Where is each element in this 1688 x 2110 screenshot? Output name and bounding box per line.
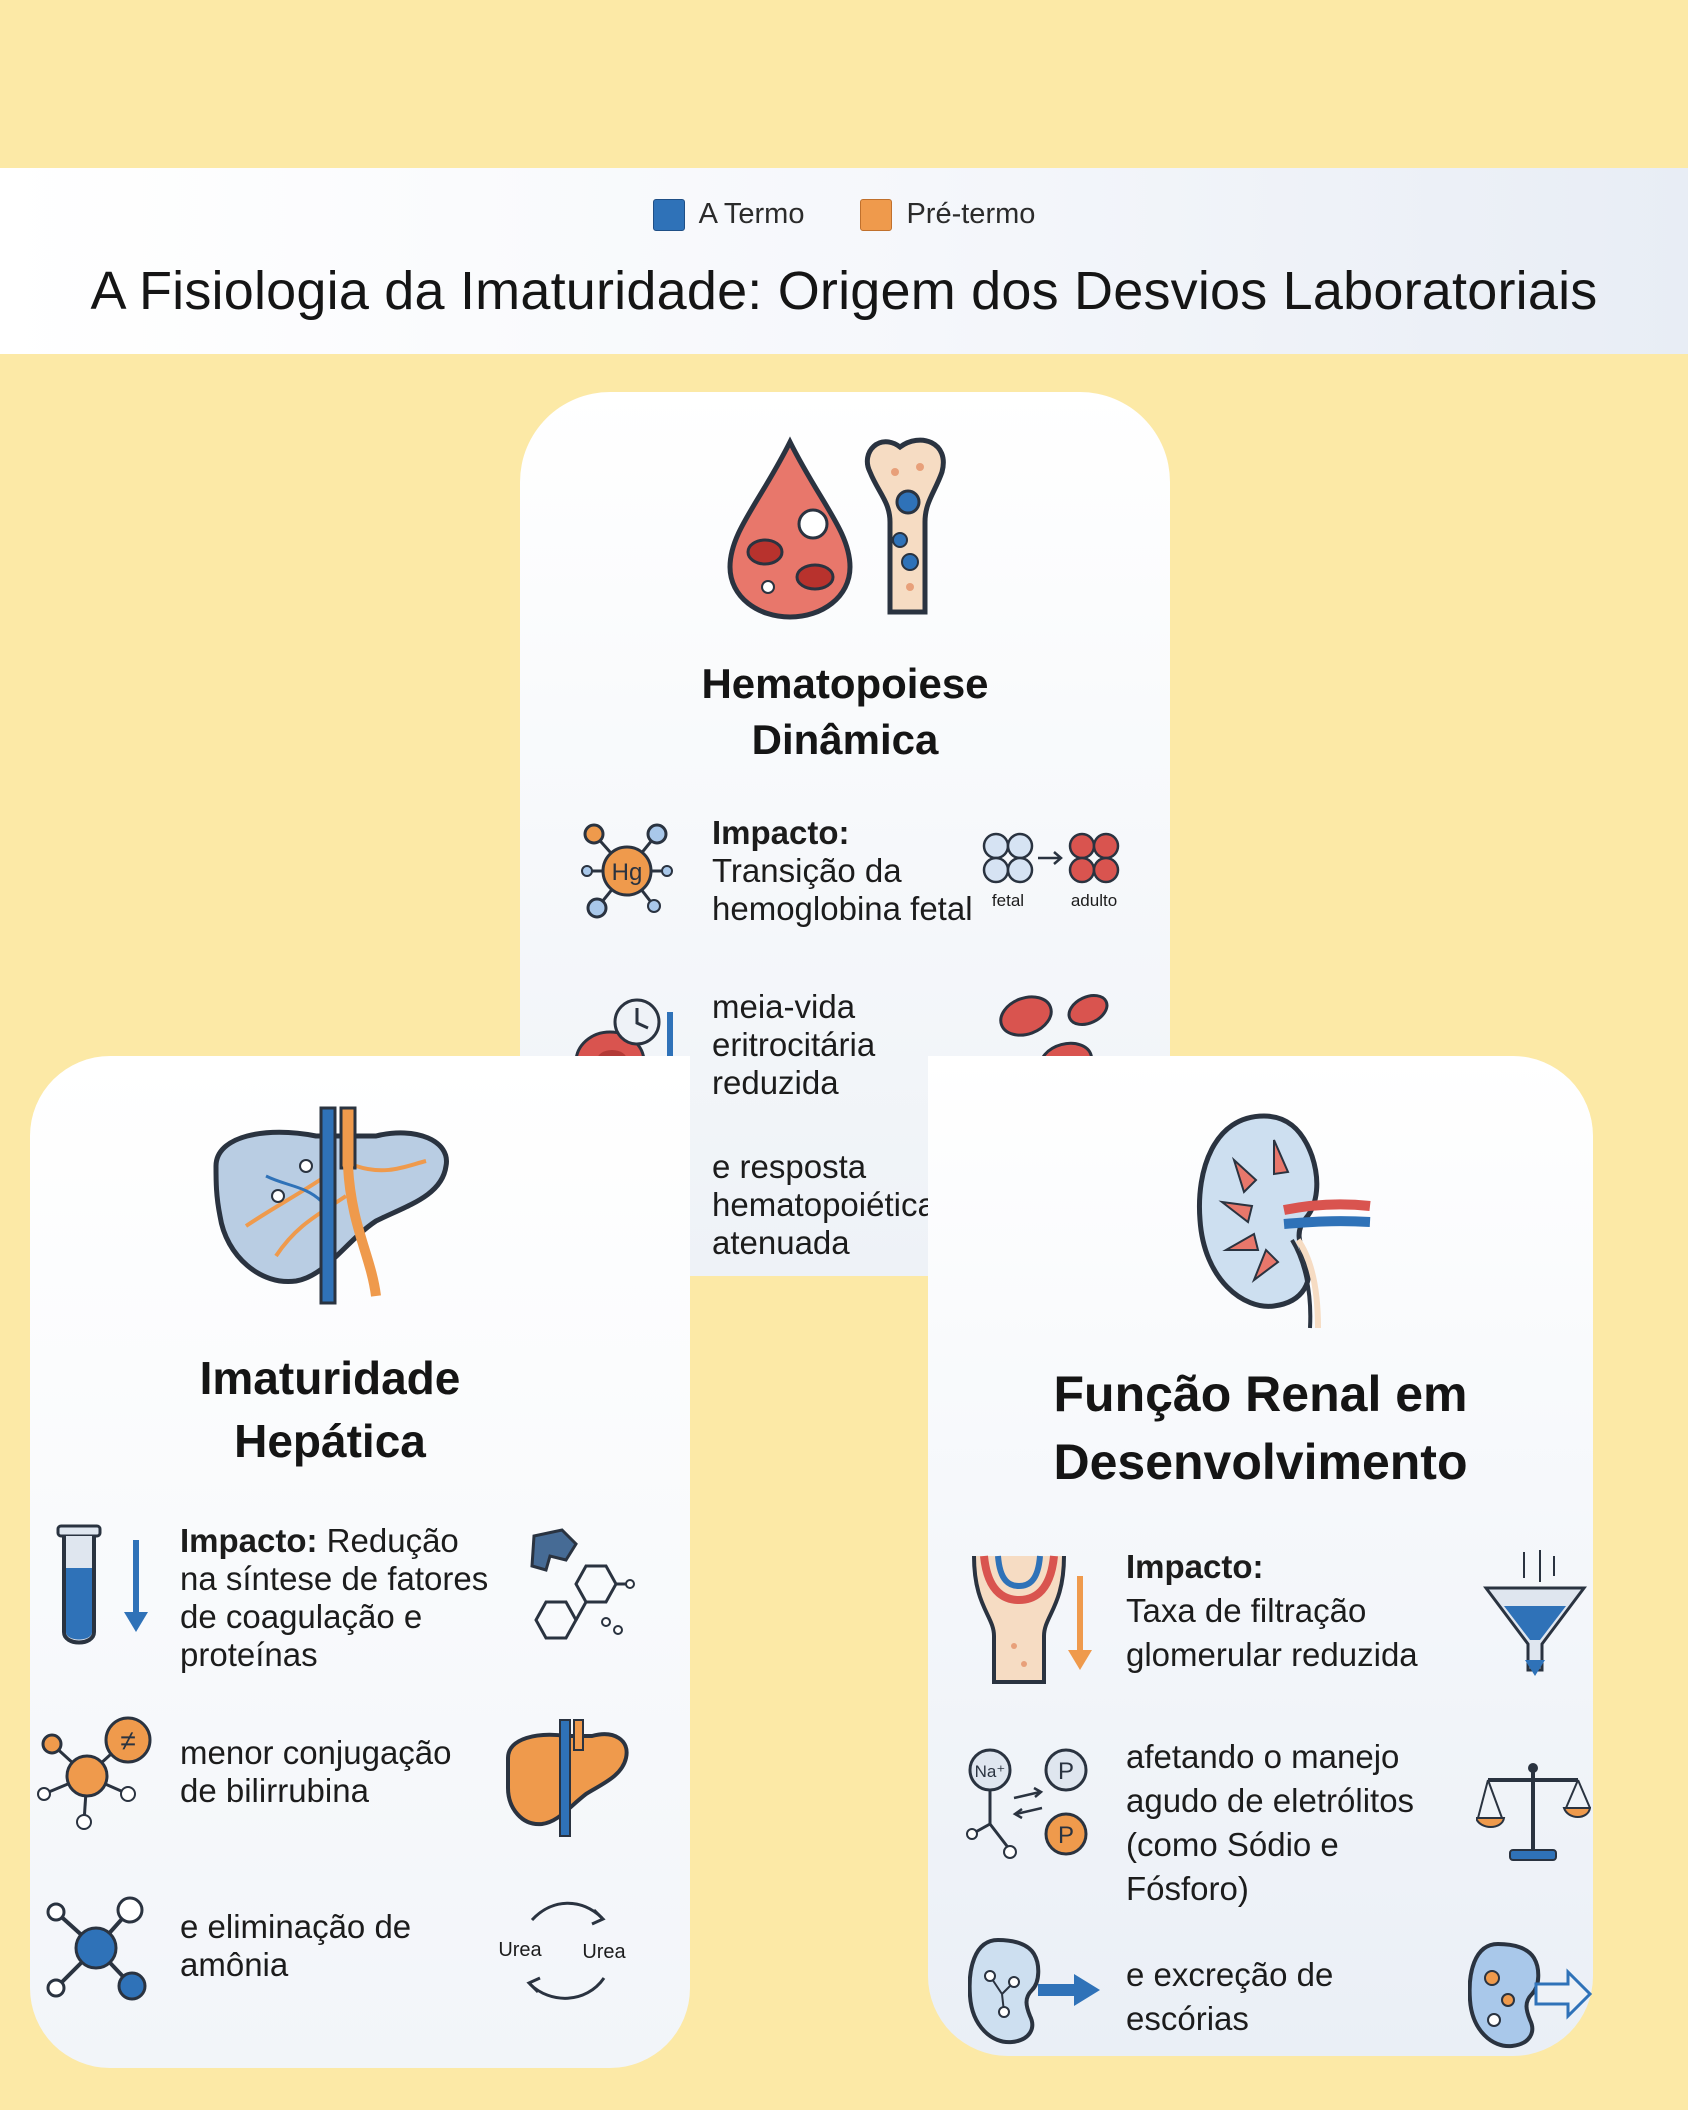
hepatica-item-amonia: e eliminação de amônia (180, 1908, 412, 1983)
hepatica-item-bilirrubina: menor conjugação de bilirrubina (180, 1734, 452, 1809)
hg-label: Hg (612, 859, 643, 886)
urea-label-left: Urea (498, 1939, 542, 1961)
kidney-icon (1196, 1113, 1371, 1329)
kidney-excretion-alt-icon (1468, 1941, 1593, 2049)
header-band: A Termo Pré-termo A Fisiologia da Imatur… (0, 168, 1688, 354)
kidney-excretion-icon (968, 1937, 1100, 2045)
urea-label-right: Urea (582, 1941, 626, 1963)
adulto-label: adulto (1071, 891, 1117, 910)
legend-label: A Termo (698, 198, 805, 230)
balance-scale-icon (1476, 1763, 1591, 1861)
fetal-to-adult-hemoglobin-icon: fetal adulto (982, 832, 1120, 910)
p-label-bottom: P (1058, 1822, 1074, 1849)
legend-swatch-blue (652, 198, 685, 231)
glomerulus-down-arrow-icon (972, 1555, 1092, 1684)
test-tube-arrow-icon (56, 1524, 148, 1645)
hepatica-item-impacto: Impacto: Redução na síntese de fatores d… (180, 1522, 489, 1673)
renal-heading: Função Renal em Desenvolvimento (1053, 1366, 1468, 1490)
p-label-top: P (1058, 1758, 1074, 1785)
legend-item-a-termo: A Termo (652, 198, 805, 231)
legend-item-pre-termo: Pré-termo (860, 198, 1035, 231)
coagulation-structure-icon (530, 1528, 635, 1640)
urea-cycle-icon: Urea Urea (498, 1901, 627, 2000)
ammonia-molecule-icon (46, 1896, 147, 2001)
liver-icon (213, 1106, 449, 1305)
page-title: A Fisiologia da Imaturidade: Origem dos … (90, 261, 1598, 321)
card-renal: Função Renal em Desenvolvimento Impacto:… (928, 1056, 1593, 2056)
hematopoiese-item-impacto: Impacto: Transição da hemoglobina fetal (712, 814, 973, 927)
bilirubin-molecule-icon: ≠ (37, 1716, 152, 1830)
hemoglobin-molecule-icon: Hg (581, 823, 673, 919)
na-label: Na⁺ (975, 1762, 1006, 1781)
card-hepatica: Imaturidade Hepática Impacto: Redução na… (30, 1056, 690, 2068)
renal-item-escorias: e excreção de escórias (1126, 1956, 1334, 2037)
renal-item-impacto: Impacto: Taxa de filtração glomerular re… (1126, 1548, 1418, 1673)
blood-bone-icon (727, 436, 946, 620)
hepatica-heading: Imaturidade Hepática (199, 1352, 461, 1467)
hematopoiese-item-meia-vida: meia-vida eritrocitária reduzida (712, 988, 876, 1101)
filter-funnel-icon (1483, 1550, 1587, 1676)
orange-liver-icon (506, 1719, 629, 1837)
hematopoiese-item-resposta: e resposta hematopoiética atenuada (712, 1148, 936, 1261)
legend-label: Pré-termo (906, 198, 1036, 230)
legend: A Termo Pré-termo (0, 198, 1688, 231)
fetal-label: fetal (992, 891, 1024, 910)
legend-swatch-orange (860, 198, 893, 231)
renal-item-eletrolitos: afetando o manejo agudo de eletrólitos (… (1126, 1738, 1415, 1907)
hematopoiese-heading: Hematopoiese Dinâmica (701, 660, 989, 764)
electrolytes-icon: Na⁺ P P (966, 1748, 1088, 1859)
svg-text:≠: ≠ (120, 1725, 135, 1756)
